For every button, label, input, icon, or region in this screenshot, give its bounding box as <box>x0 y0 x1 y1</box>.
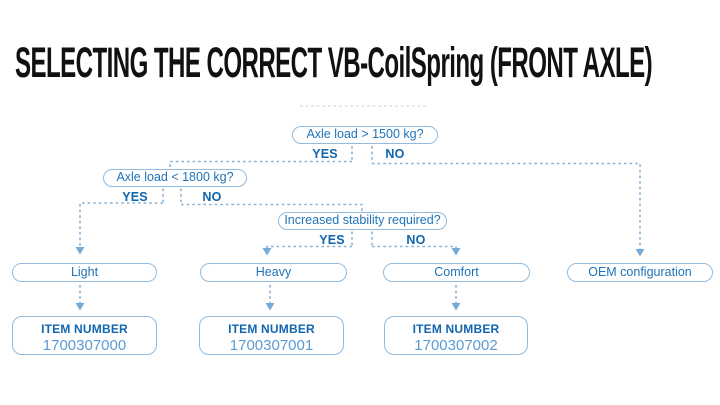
result-heavy: Heavy <box>200 263 347 282</box>
item-number-label: ITEM NUMBER <box>412 322 500 336</box>
item-number-label: ITEM NUMBER <box>228 322 315 336</box>
arrow-down-icon <box>635 249 645 257</box>
decision-axle-load-1800: Axle load < 1800 kg? <box>103 169 247 187</box>
arrow-down-icon <box>451 303 461 311</box>
connector-lines <box>79 146 641 303</box>
connector-d2-yes <box>79 202 163 247</box>
arrow-down-icon <box>75 303 85 311</box>
item-number-value: 1700307000 <box>42 337 127 354</box>
item-number-value: 1700307001 <box>229 337 314 354</box>
connector-d3-yes <box>266 245 352 248</box>
arrow-down-icon <box>75 247 85 255</box>
connector-d2-no <box>181 203 363 212</box>
connector-d3-no <box>372 245 457 248</box>
item-box-heavy: ITEM NUMBER 1700307001 <box>199 316 344 355</box>
branch-label-no: NO <box>202 190 222 204</box>
item-box-comfort: ITEM NUMBER 1700307002 <box>384 316 528 355</box>
result-oem-configuration: OEM configuration <box>567 263 713 282</box>
branch-label-no: NO <box>385 147 405 161</box>
decision-axle-load-1500: Axle load > 1500 kg? <box>292 126 438 144</box>
arrow-down-icon <box>451 248 461 256</box>
arrow-down-icon <box>262 248 272 256</box>
branch-label-yes: YES <box>122 190 148 204</box>
item-number-value: 1700307002 <box>414 337 498 354</box>
arrow-down-icon <box>265 303 275 311</box>
page-title: SELECTING THE CORRECT VB-CoilSpring (FRO… <box>15 39 653 87</box>
connector-d1-yes <box>169 160 352 169</box>
branch-label-no: NO <box>406 233 426 247</box>
arrowheads <box>75 247 645 311</box>
branch-label-yes: YES <box>319 233 345 247</box>
item-number-label: ITEM NUMBER <box>41 322 128 336</box>
result-comfort: Comfort <box>383 263 530 282</box>
result-light: Light <box>12 263 157 282</box>
connector-d1-no <box>372 162 641 249</box>
item-box-light: ITEM NUMBER 1700307000 <box>12 316 157 355</box>
branch-label-yes: YES <box>312 147 338 161</box>
decision-increased-stability: Increased stability required? <box>278 212 447 230</box>
